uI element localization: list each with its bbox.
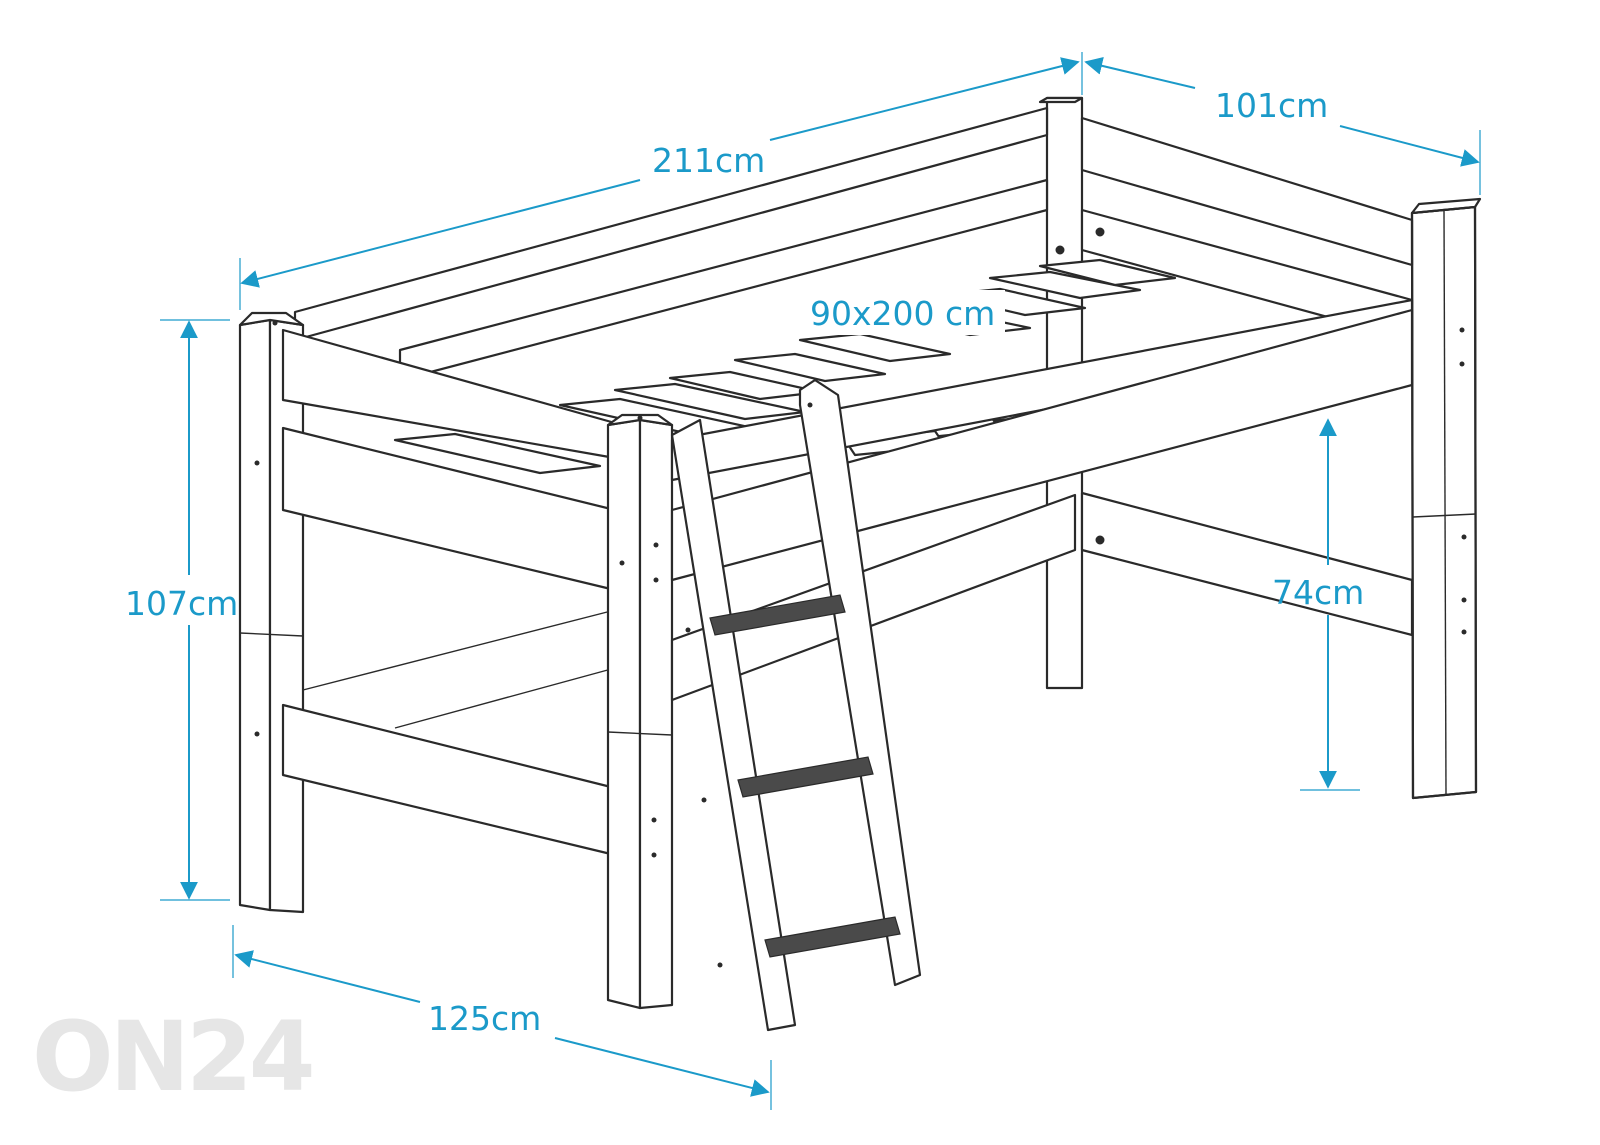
- front-guard-rail: [670, 298, 1414, 702]
- width-label: 125cm: [428, 999, 541, 1038]
- dim-length: 211cm: [239, 52, 1083, 310]
- under-height-label: 74cm: [1272, 573, 1364, 612]
- ladder: [670, 378, 922, 1032]
- left-side-rails: [281, 328, 617, 857]
- watermark-logo: ON24: [32, 1001, 312, 1113]
- dim-width: 125cm: [232, 925, 772, 1110]
- length-label: 211cm: [652, 141, 765, 180]
- front-center-post: [606, 413, 674, 1010]
- dim-under-height: 74cm: [1272, 418, 1364, 791]
- height-label: 107cm: [125, 584, 238, 623]
- dim-mattress: 90x200 cm: [805, 290, 1005, 335]
- mattress-label: 90x200 cm: [810, 294, 995, 333]
- right-side-rails: [1055, 116, 1414, 637]
- dim-height: 107cm: [125, 319, 238, 901]
- front-right-post: [1410, 205, 1478, 800]
- depth-label: 101cm: [1215, 86, 1328, 125]
- dim-depth: 101cm: [1084, 57, 1481, 195]
